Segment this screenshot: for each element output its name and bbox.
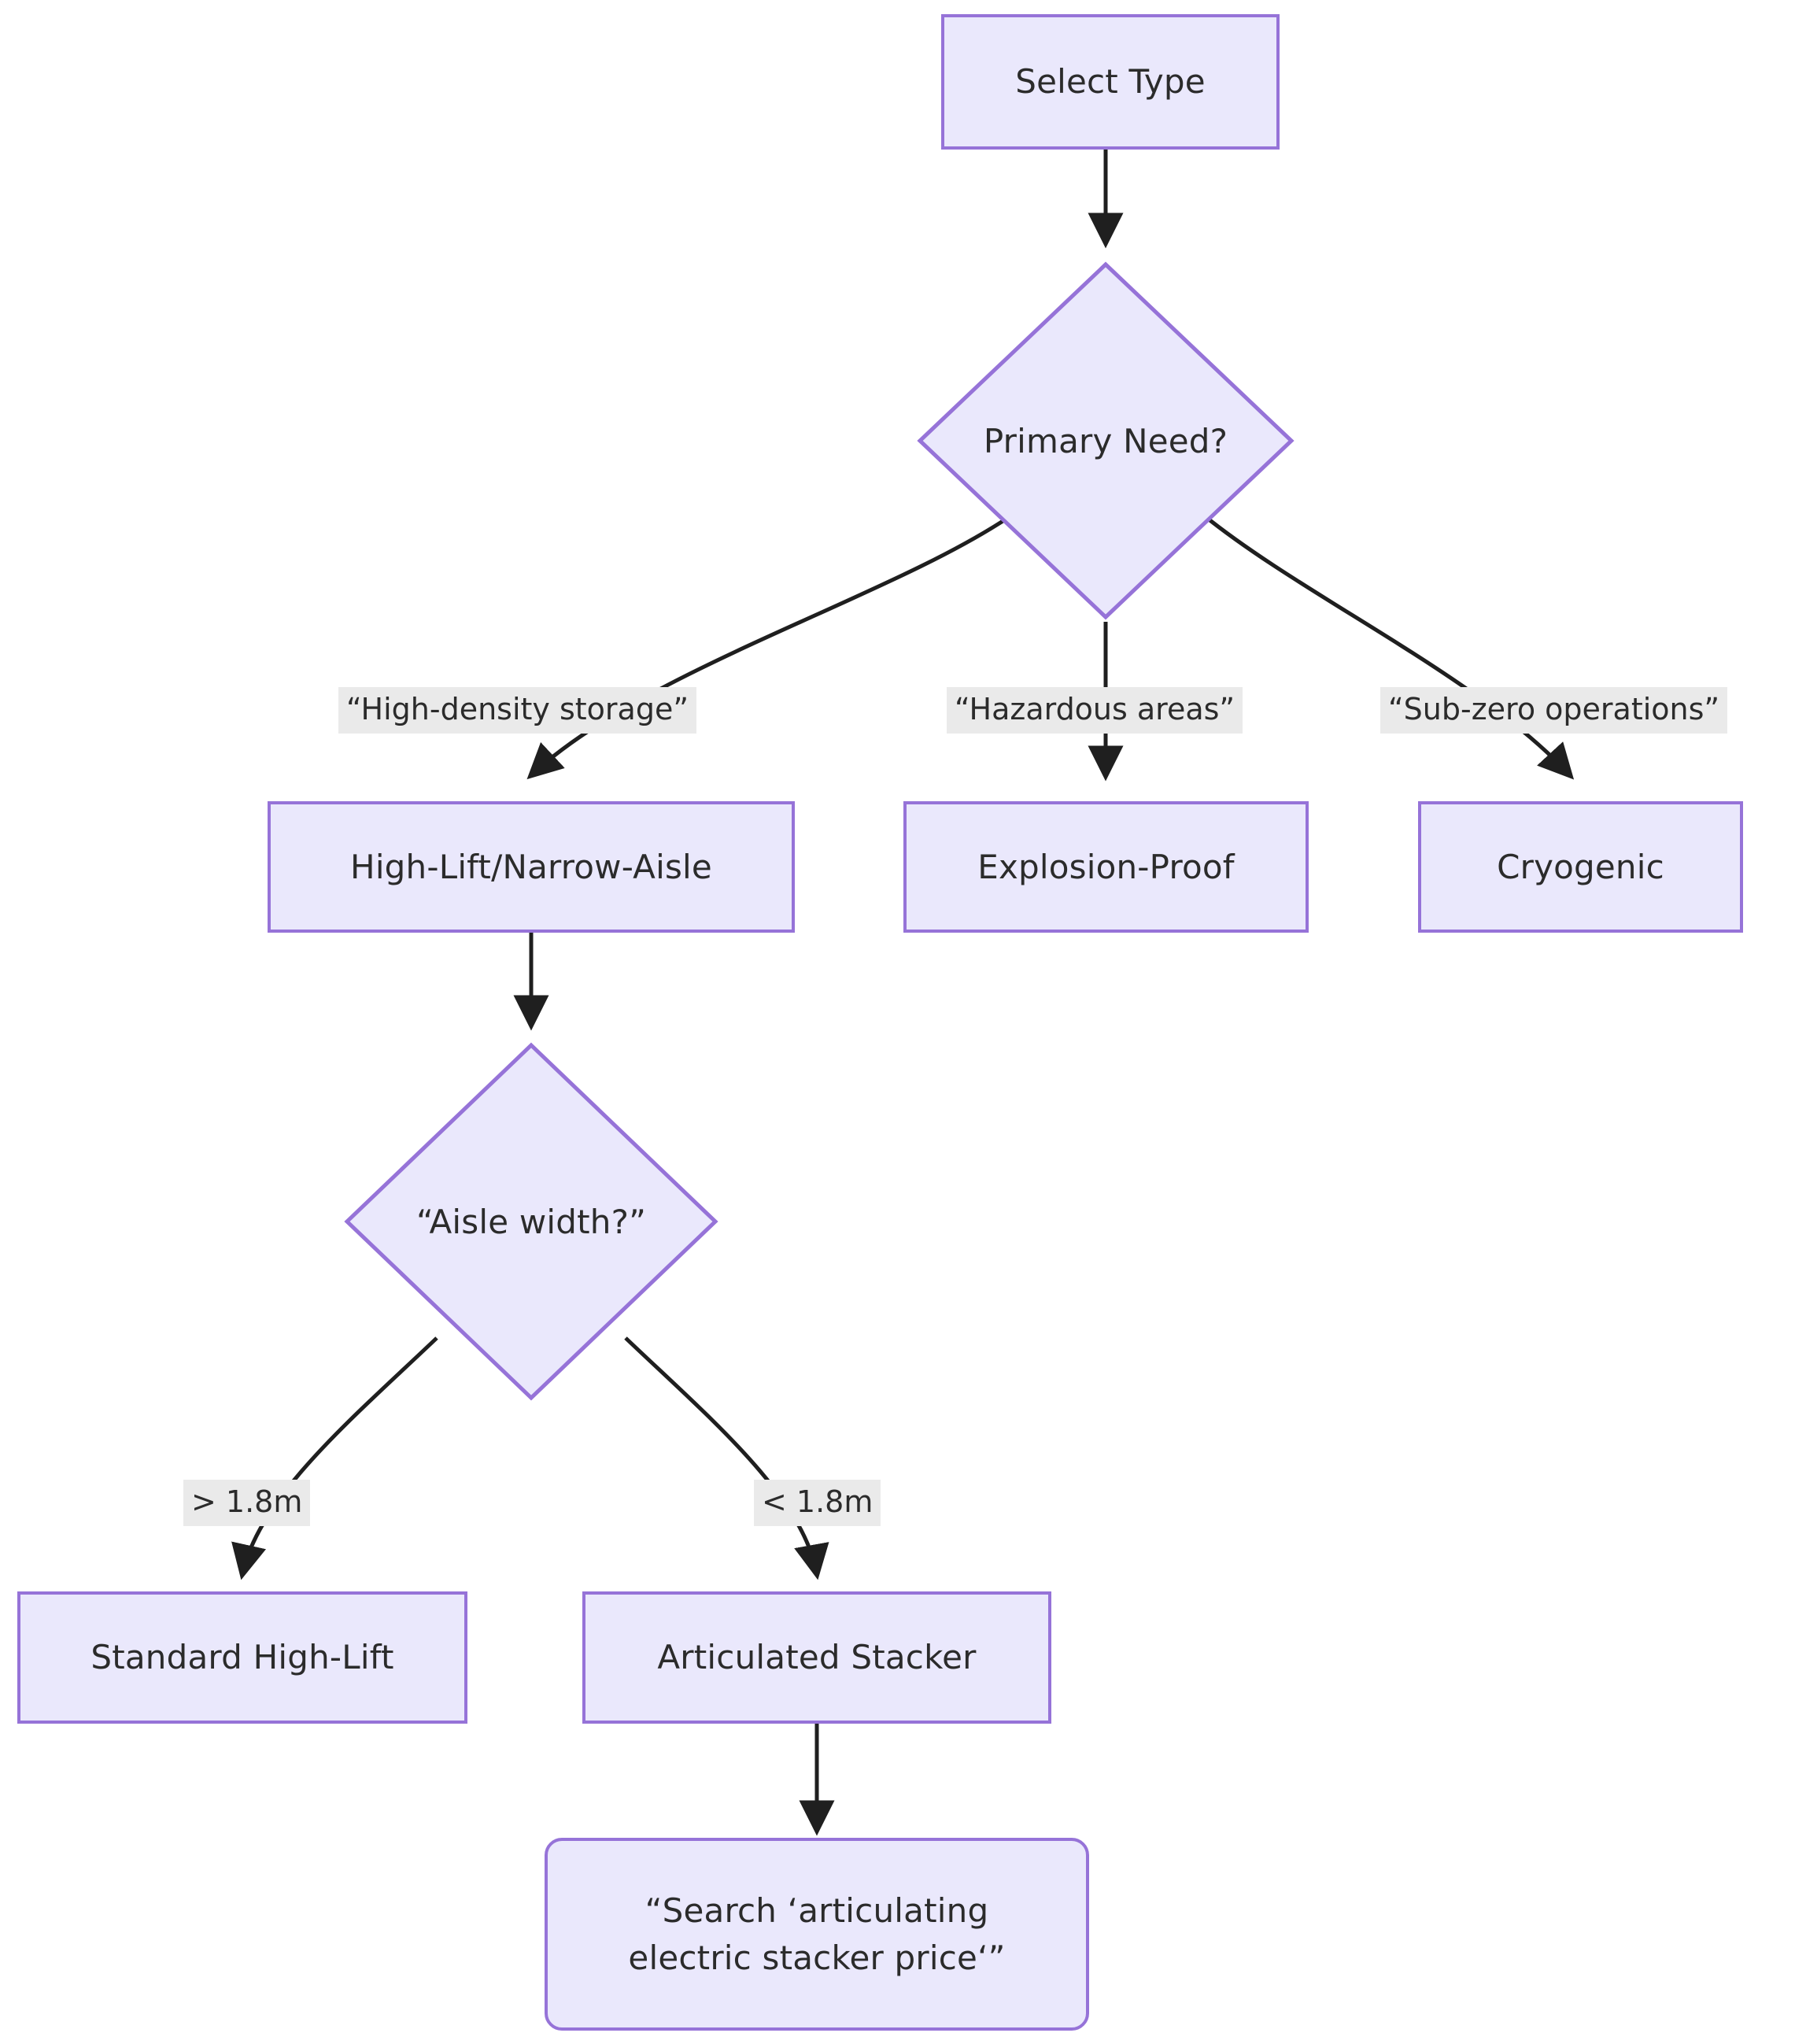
diamond-shape bbox=[917, 261, 1295, 620]
node-explosion-proof-label: Explosion-Proof bbox=[977, 847, 1235, 886]
node-primary-need[interactable]: Primary Need? bbox=[915, 260, 1296, 622]
edge-label-text: > 1.8m bbox=[191, 1484, 303, 1519]
node-select-type-label: Select Type bbox=[1015, 62, 1206, 102]
node-search-articulating-stacker-label: “Search ‘articulating electric stacker p… bbox=[628, 1891, 1006, 1977]
node-standard-high-lift[interactable]: Standard High-Lift bbox=[17, 1591, 467, 1724]
edge-label-text: “Hazardous areas” bbox=[955, 692, 1235, 726]
edge-label-text: < 1.8m bbox=[762, 1484, 873, 1519]
edge-label-high-density-storage: “High-density storage” bbox=[338, 687, 697, 734]
edge-label-text: “High-density storage” bbox=[346, 692, 689, 726]
edge-label-hazardous-areas: “Hazardous areas” bbox=[947, 687, 1243, 734]
node-aisle-width[interactable]: “Aisle width?” bbox=[342, 1040, 720, 1403]
node-cryogenic[interactable]: Cryogenic bbox=[1418, 801, 1743, 933]
edge-label-greater-than-1-8m: > 1.8m bbox=[183, 1480, 311, 1526]
node-high-lift-narrow-aisle[interactable]: High-Lift/Narrow-Aisle bbox=[268, 801, 795, 933]
node-search-articulating-stacker[interactable]: “Search ‘articulating electric stacker p… bbox=[545, 1838, 1089, 2031]
diamond-shape bbox=[344, 1042, 718, 1401]
node-standard-high-lift-label: Standard High-Lift bbox=[90, 1638, 394, 1677]
node-high-lift-narrow-aisle-label: High-Lift/Narrow-Aisle bbox=[350, 847, 712, 886]
node-explosion-proof[interactable]: Explosion-Proof bbox=[903, 801, 1309, 933]
node-cryogenic-label: Cryogenic bbox=[1497, 847, 1664, 886]
node-articulated-stacker[interactable]: Articulated Stacker bbox=[582, 1591, 1051, 1724]
node-articulated-stacker-label: Articulated Stacker bbox=[657, 1638, 977, 1677]
edge-primary-need-to-cryogenic bbox=[1202, 514, 1575, 780]
node-select-type[interactable]: Select Type bbox=[941, 14, 1280, 150]
edge-label-sub-zero-operations: “Sub-zero operations” bbox=[1380, 687, 1728, 734]
edge-label-less-than-1-8m: < 1.8m bbox=[754, 1480, 881, 1526]
edge-label-text: “Sub-zero operations” bbox=[1388, 692, 1720, 726]
edge-aisle-width-to-standard bbox=[231, 1336, 438, 1580]
edge-aisle-width-to-articulated bbox=[624, 1336, 829, 1580]
